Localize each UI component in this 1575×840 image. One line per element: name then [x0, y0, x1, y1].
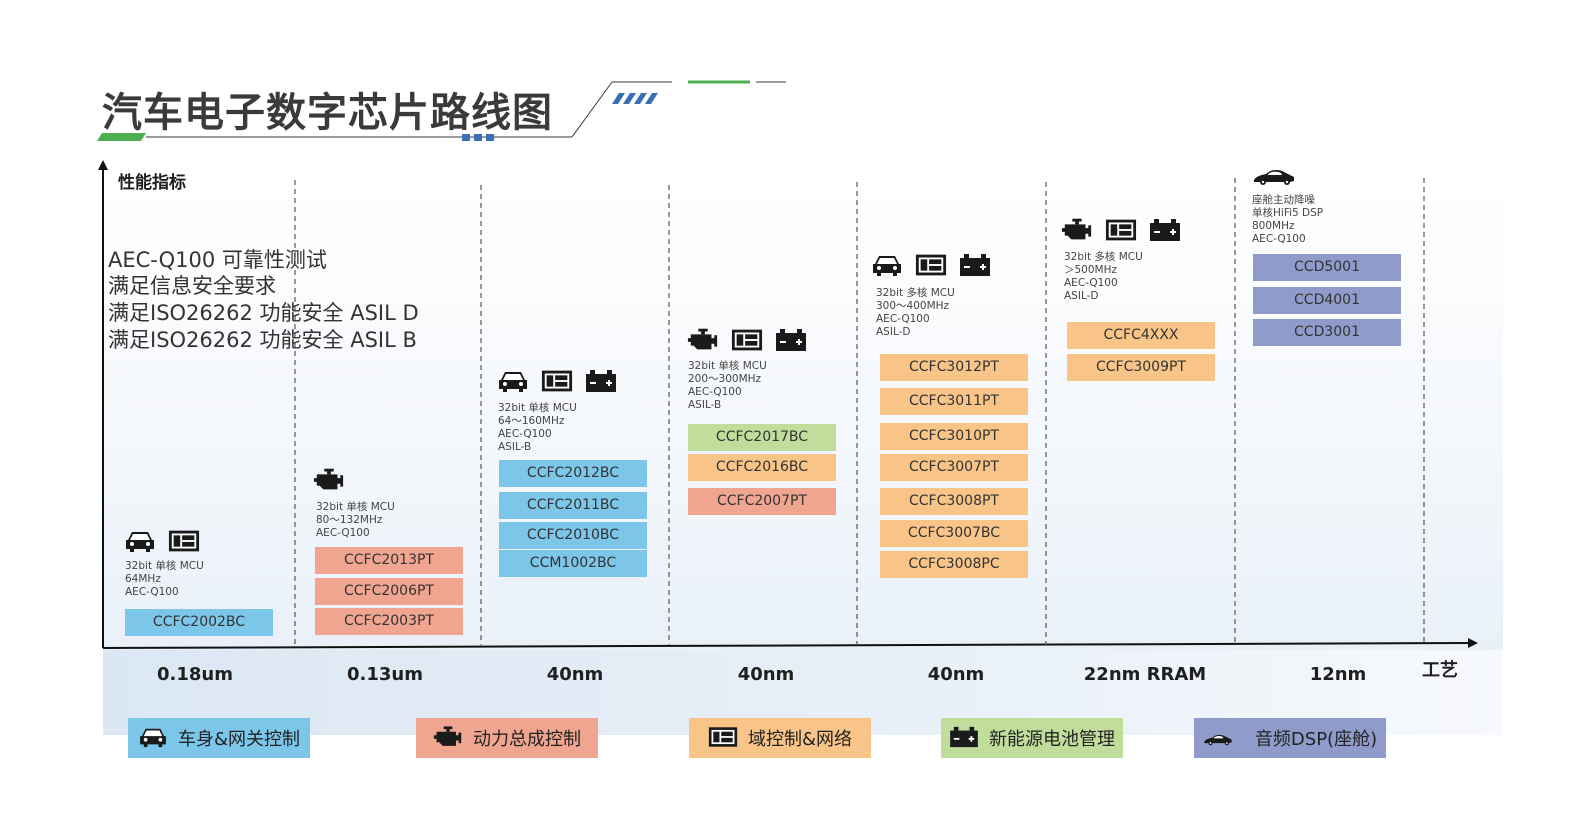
- battery-icon: [959, 252, 991, 278]
- chip-tile: CCFC2011BC: [499, 492, 647, 519]
- legend-item-body: 车身&网关控制: [128, 718, 310, 758]
- legend-label: 车身&网关控制: [177, 729, 301, 750]
- domain-icon: [708, 725, 740, 751]
- domain-icon: [1105, 217, 1137, 243]
- chip-tile: CCM1002BC: [499, 550, 647, 577]
- process-node-label: 0.13um: [347, 664, 423, 685]
- process-node-label: 0.18um: [157, 664, 233, 685]
- page-title: 汽车电子数字芯片路线图: [102, 90, 553, 136]
- engine-icon: [433, 725, 465, 751]
- node-icons: [124, 528, 200, 554]
- legend-item-audio: 音频DSP(座舱): [1194, 718, 1386, 758]
- node-icons: [313, 467, 345, 493]
- requirement-line: 满足ISO26262 功能安全 ASIL B: [108, 328, 417, 352]
- chip-tile: CCFC2007PT: [688, 488, 836, 515]
- chip-tile: CCFC3007PT: [880, 454, 1028, 481]
- battery-icon: [775, 327, 807, 353]
- legend-label: 域控制&网络: [747, 729, 853, 750]
- car-icon: [871, 252, 903, 278]
- sportscar-icon: [1203, 727, 1247, 749]
- requirement-line: 满足信息安全要求: [108, 274, 276, 298]
- node-icons: [871, 252, 991, 278]
- domain-icon: [915, 252, 947, 278]
- sportscar-icon: [1252, 165, 1296, 187]
- chip-tile: CCFC2002BC: [125, 609, 273, 636]
- process-node-label: 12nm: [1309, 664, 1367, 685]
- car-icon: [497, 368, 529, 394]
- legend-label: 音频DSP(座舱): [1254, 729, 1378, 750]
- legend-item-power: 动力总成控制: [416, 718, 598, 758]
- node-icons: [687, 327, 807, 353]
- chip-tile: CCFC2003PT: [315, 608, 463, 635]
- chip-tile: CCFC2017BC: [688, 424, 836, 451]
- y-axis-label: 性能指标: [118, 173, 186, 193]
- process-node-label: 40nm: [737, 664, 795, 685]
- chip-tile: CCFC3007BC: [880, 520, 1028, 547]
- node-icons: [1252, 165, 1296, 187]
- chip-tile: CCFC2010BC: [499, 522, 647, 549]
- requirement-line: 满足ISO26262 功能安全 ASIL D: [108, 301, 419, 325]
- chip-tile: CCFC2006PT: [315, 578, 463, 605]
- domain-icon: [541, 368, 573, 394]
- battery-icon: [585, 368, 617, 394]
- chip-tile: CCD5001: [1253, 254, 1401, 281]
- chip-tile: CCD4001: [1253, 287, 1401, 314]
- engine-icon: [313, 467, 345, 493]
- domain-icon: [168, 528, 200, 554]
- engine-icon: [687, 327, 719, 353]
- process-node-label: 22nm RRAM: [1083, 664, 1207, 685]
- legend-item-ev: 新能源电池管理: [941, 718, 1123, 758]
- node-icons: [1061, 217, 1181, 243]
- process-node-label: 40nm: [927, 664, 985, 685]
- car-icon: [138, 725, 170, 751]
- domain-icon: [731, 327, 763, 353]
- chip-tile: CCFC3012PT: [880, 354, 1028, 381]
- chip-tile: CCFC3011PT: [880, 388, 1028, 415]
- chip-tile: CCFC3009PT: [1067, 354, 1215, 381]
- battery-icon: [949, 725, 981, 751]
- requirement-line: AEC-Q100 可靠性测试: [108, 248, 327, 272]
- engine-icon: [1061, 217, 1093, 243]
- legend-label: 新能源电池管理: [989, 729, 1115, 750]
- chip-tile: CCFC2012BC: [499, 460, 647, 487]
- chip-tile: CCFC4XXX: [1067, 322, 1215, 349]
- x-axis-label: 工艺: [1422, 660, 1458, 681]
- chip-tile: CCFC3010PT: [880, 423, 1028, 450]
- chip-tile: CCFC2016BC: [688, 454, 836, 481]
- chip-tile: CCFC2013PT: [315, 547, 463, 574]
- battery-icon: [1149, 217, 1181, 243]
- chip-tile: CCD3001: [1253, 319, 1401, 346]
- node-icons: [497, 368, 617, 394]
- legend-label: 动力总成控制: [473, 729, 581, 750]
- chip-tile: CCFC3008PT: [880, 488, 1028, 515]
- car-icon: [124, 528, 156, 554]
- legend-item-domain: 域控制&网络: [689, 718, 871, 758]
- process-node-label: 40nm: [546, 664, 604, 685]
- chip-tile: CCFC3008PC: [880, 551, 1028, 578]
